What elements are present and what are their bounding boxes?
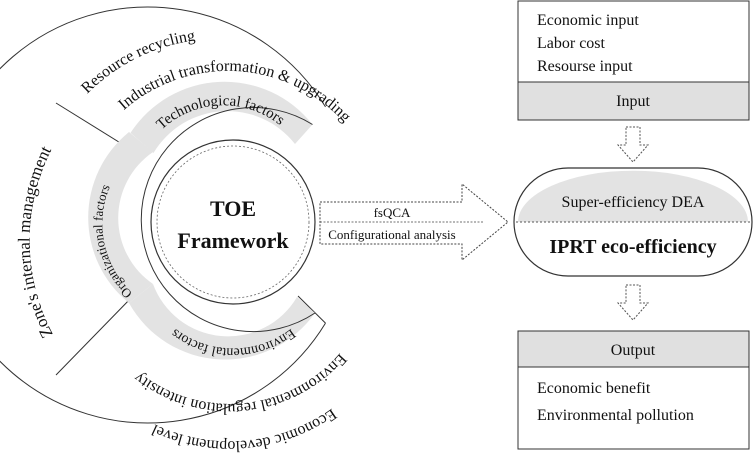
output-item-pollution: Environmental pollution <box>537 407 694 424</box>
environmental-band <box>129 284 315 360</box>
super-efficiency-band <box>518 170 748 222</box>
input-item-economic: Economic input <box>537 12 639 29</box>
configurational-analysis-label: Configurational analysis <box>328 227 455 242</box>
outer-divider-bottom <box>55 295 134 376</box>
output-item-economic: Economic benefit <box>537 380 651 397</box>
arrow-shape <box>319 182 509 262</box>
down-arrow-output <box>616 284 650 321</box>
output-header-band <box>517 330 750 368</box>
fsqca-label: fsQCA <box>374 205 411 220</box>
super-efficiency-label: Super-efficiency DEA <box>562 194 705 211</box>
outer-divider-right-bottom <box>297 295 326 324</box>
efficiency-pill: Super-efficiency DEA IPRT eco-efficiency <box>513 167 753 277</box>
organizational-band <box>88 132 153 303</box>
framework-title: Framework <box>177 228 289 253</box>
input-header-label: Input <box>616 93 650 110</box>
output-header-label: Output <box>611 342 656 359</box>
fsqca-arrow: fsQCA Configurational analysis <box>319 182 509 262</box>
center-circle <box>150 139 316 305</box>
center-circle-dotted <box>156 145 310 299</box>
toe-title: TOE <box>210 196 256 221</box>
input-header-band <box>517 81 750 121</box>
input-item-resource: Resourse input <box>537 58 633 75</box>
technological-band <box>130 81 313 153</box>
band-outer-edge <box>140 107 316 332</box>
toe-framework: TOE Framework Technological factors Orga… <box>0 6 354 454</box>
output-box: Output Economic benefit Environmental po… <box>517 330 750 450</box>
input-box: Economic input Labor cost Resourse input… <box>517 0 750 121</box>
down-arrow-input <box>616 126 650 163</box>
iprt-eco-efficiency-label: IPRT eco-efficiency <box>549 236 716 258</box>
input-item-labor: Labor cost <box>537 35 606 52</box>
